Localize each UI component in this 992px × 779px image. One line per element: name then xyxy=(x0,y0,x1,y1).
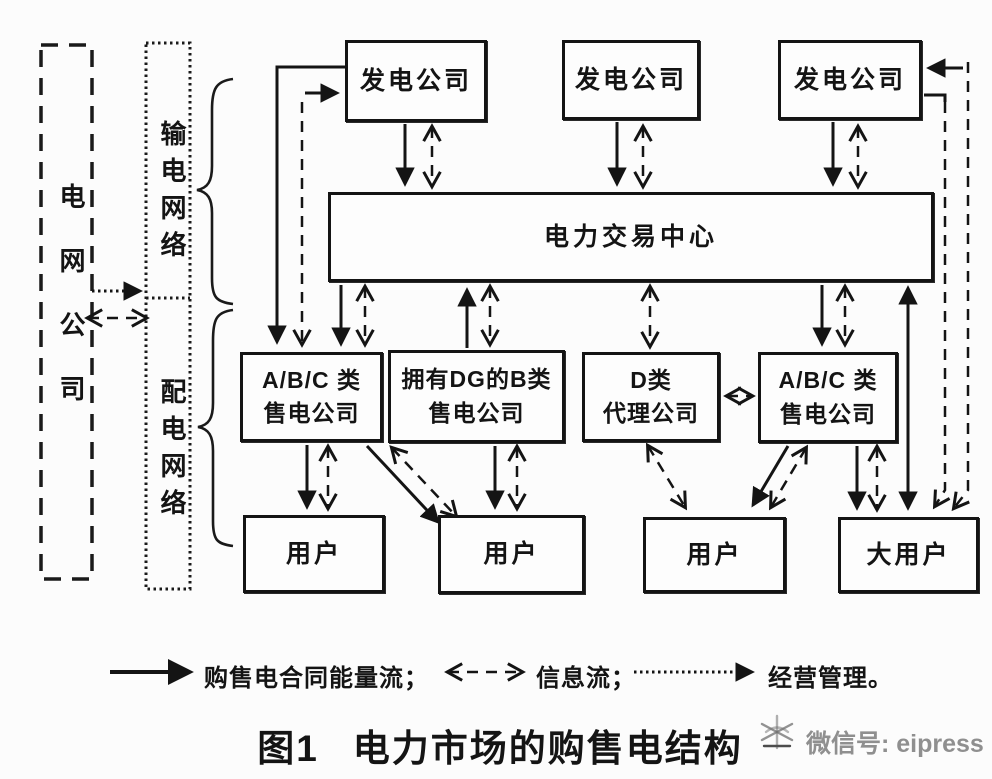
retailer-3-line1: D类 xyxy=(630,366,672,393)
user-2-label: 用户 xyxy=(483,540,540,569)
generator-1-label: 发电公司 xyxy=(359,66,472,95)
legend-management-label: 经营管理。 xyxy=(768,665,893,692)
grid-company-label: 电网公司 xyxy=(56,183,86,439)
retailer-2-line2: 售电公司 xyxy=(428,399,525,426)
node-retailer-abc-left: A/B/C 类 售电公司 xyxy=(240,352,383,442)
node-retailer-dg-b: 拥有DG的B类 售电公司 xyxy=(388,350,565,443)
node-generator-2: 发电公司 xyxy=(562,40,700,120)
info-flow-arrows xyxy=(84,62,970,682)
node-big-user: 大用户 xyxy=(838,517,979,593)
braces xyxy=(196,77,234,548)
retailer-4-line2: 售电公司 xyxy=(780,400,876,427)
node-generator-1: 发电公司 xyxy=(345,40,487,122)
retailer-1-line1: A/B/C 类 xyxy=(262,366,361,393)
legend-energy-flow-label: 购售电合同能量流； xyxy=(204,665,429,692)
user-1-label: 用户 xyxy=(285,539,342,568)
generator-3-label: 发电公司 xyxy=(793,65,906,94)
watermark-text: 微信号: eipress xyxy=(806,730,984,758)
node-trading-center: 电力交易中心 xyxy=(328,192,934,282)
transmission-brace xyxy=(196,77,234,306)
retailer-4-line1: A/B/C 类 xyxy=(778,367,878,394)
figure-caption: 图1 电力市场的购售电结构 xyxy=(120,718,880,772)
figure-title: 电力市场的购售电结构 xyxy=(352,728,743,769)
figure-number: 图1 xyxy=(257,728,319,769)
retailer-3-line2: 代理公司 xyxy=(603,400,699,426)
node-generator-3: 发电公司 xyxy=(778,40,922,120)
distribution-network-label: 配电网络 xyxy=(157,378,187,526)
big-user-label: 大用户 xyxy=(866,540,951,569)
management-arrows xyxy=(92,281,755,682)
node-agent-d: D类 代理公司 xyxy=(582,352,720,442)
transmission-network-label: 输电网络 xyxy=(157,120,187,268)
wechat-star-icon xyxy=(760,714,794,750)
node-user-2: 用户 xyxy=(438,515,585,594)
node-user-3: 用户 xyxy=(643,517,786,593)
user-3-label: 用户 xyxy=(686,540,743,569)
legend-info-flow-label: 信息流； xyxy=(536,665,636,692)
node-user-1: 用户 xyxy=(243,515,385,593)
retailer-2-line1: 拥有DG的B类 xyxy=(401,366,552,393)
trading-center-label: 电力交易中心 xyxy=(543,222,718,251)
node-retailer-abc-right: A/B/C 类 售电公司 xyxy=(758,352,898,443)
retailer-1-line2: 售电公司 xyxy=(263,400,360,426)
generator-2-label: 发电公司 xyxy=(574,65,687,94)
distribution-brace xyxy=(197,308,234,548)
